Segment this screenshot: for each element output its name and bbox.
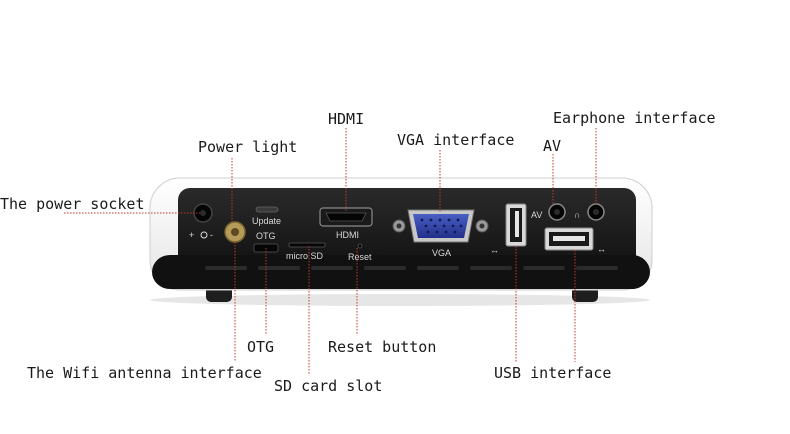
reset-silk-label: Reset	[348, 252, 372, 262]
vga-silk-label: VGA	[432, 248, 451, 258]
earphone-jack	[587, 203, 605, 221]
micro-sd-silk-label: micro SD	[286, 251, 324, 261]
vga-port	[392, 209, 489, 243]
callout-reset: Reset button	[328, 338, 437, 356]
callout-earphone: Earphone interface	[553, 109, 716, 127]
micro-sd-slot	[288, 242, 326, 248]
callout-power-light: Power light	[198, 138, 298, 156]
usb-symbol-left: ↔	[490, 245, 499, 255]
headphone-symbol: ∩	[574, 210, 580, 220]
av-jack	[548, 203, 566, 221]
callout-power-socket: The power socket	[0, 195, 145, 213]
callout-vga: VGA interface	[397, 131, 515, 149]
hdmi-silk-label: HDMI	[336, 230, 359, 240]
av-silk-label: AV	[531, 210, 542, 220]
callout-wifi-antenna: The Wifi antenna interface	[27, 364, 262, 382]
hdmi-port	[319, 207, 373, 227]
callout-sd-card: SD card slot	[274, 377, 383, 395]
otg-silk-label: OTG	[256, 231, 276, 241]
svg-text:-: -	[210, 230, 213, 240]
update-silk-label: Update	[252, 216, 281, 226]
callout-av: AV	[543, 137, 562, 155]
callout-otg: OTG	[247, 338, 275, 356]
svg-text:+: +	[189, 230, 194, 240]
leader-lines	[64, 128, 597, 375]
usb-symbol-right: ↔	[597, 244, 606, 254]
reset-pinhole	[357, 243, 363, 249]
device-shadow	[150, 294, 650, 306]
usb-port-vertical	[505, 203, 527, 247]
callout-hdmi: HDMI	[328, 110, 365, 128]
vent-slots	[205, 266, 618, 270]
callout-usb: USB interface	[494, 364, 612, 382]
usb-port-horizontal	[544, 227, 594, 251]
update-button	[255, 206, 279, 213]
wifi-antenna-port	[224, 221, 246, 243]
device-base	[152, 255, 650, 289]
